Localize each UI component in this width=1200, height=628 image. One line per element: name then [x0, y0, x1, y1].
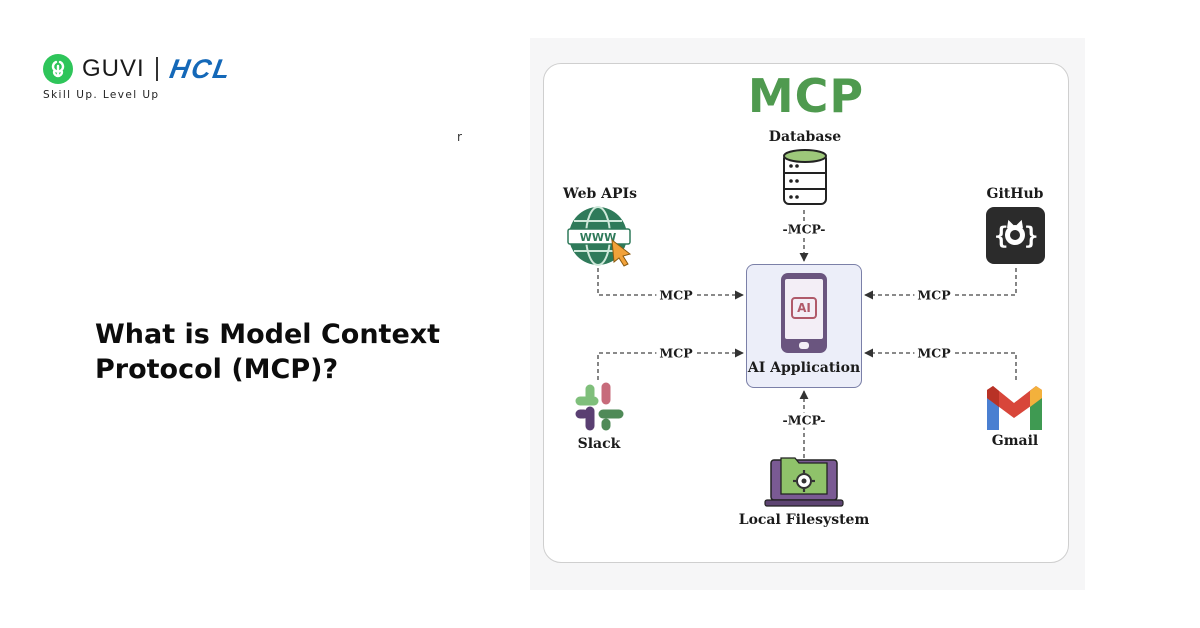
github-icon: { } [986, 207, 1045, 264]
svg-text:}: } [1024, 222, 1038, 250]
svg-text:{: { [994, 222, 1008, 250]
edge-label-database: -MCP- [779, 221, 829, 237]
folder-gear-icon [764, 457, 844, 507]
brand-name: GUVI [82, 55, 145, 82]
page-headline: What is Model Context Protocol (MCP)? [95, 319, 441, 385]
diagram-title: MCP [747, 69, 865, 123]
gmail-icon [987, 386, 1042, 430]
phone-screen: AI [785, 279, 823, 339]
node-label-web-apis: Web APIs [563, 186, 637, 202]
slack-icon [575, 382, 624, 431]
edge-web-apis [597, 268, 744, 300]
guvi-logo-icon [43, 54, 73, 84]
brand-tagline: Skill Up. Level Up [43, 89, 160, 101]
edge-label-github: MCP [914, 287, 954, 303]
edge-label-slack: MCP [656, 345, 696, 361]
phone-home-button [799, 342, 809, 349]
node-label-local-filesystem: Local Filesystem [738, 512, 870, 528]
node-label-github: GitHub [986, 186, 1044, 202]
edge-slack [597, 348, 744, 380]
brand-header: GUVI HCL Skill Up. Level Up [43, 53, 234, 101]
node-label-gmail: Gmail [991, 433, 1039, 449]
node-label-database: Database [768, 129, 842, 145]
globe-www-icon: WWW [567, 206, 632, 267]
stray-character: r [457, 130, 462, 144]
ai-badge: AI [791, 297, 817, 319]
edge-label-local-fs: -MCP- [779, 412, 829, 428]
edge-label-web-apis: MCP [656, 287, 696, 303]
smartphone-ai-icon: AI [781, 273, 827, 353]
brand-divider [155, 57, 158, 81]
svg-text:WWW: WWW [580, 231, 616, 244]
ai-application-label: AI Application [747, 360, 861, 376]
node-label-slack: Slack [577, 436, 621, 452]
edge-label-gmail: MCP [914, 345, 954, 361]
database-icon [783, 149, 827, 205]
